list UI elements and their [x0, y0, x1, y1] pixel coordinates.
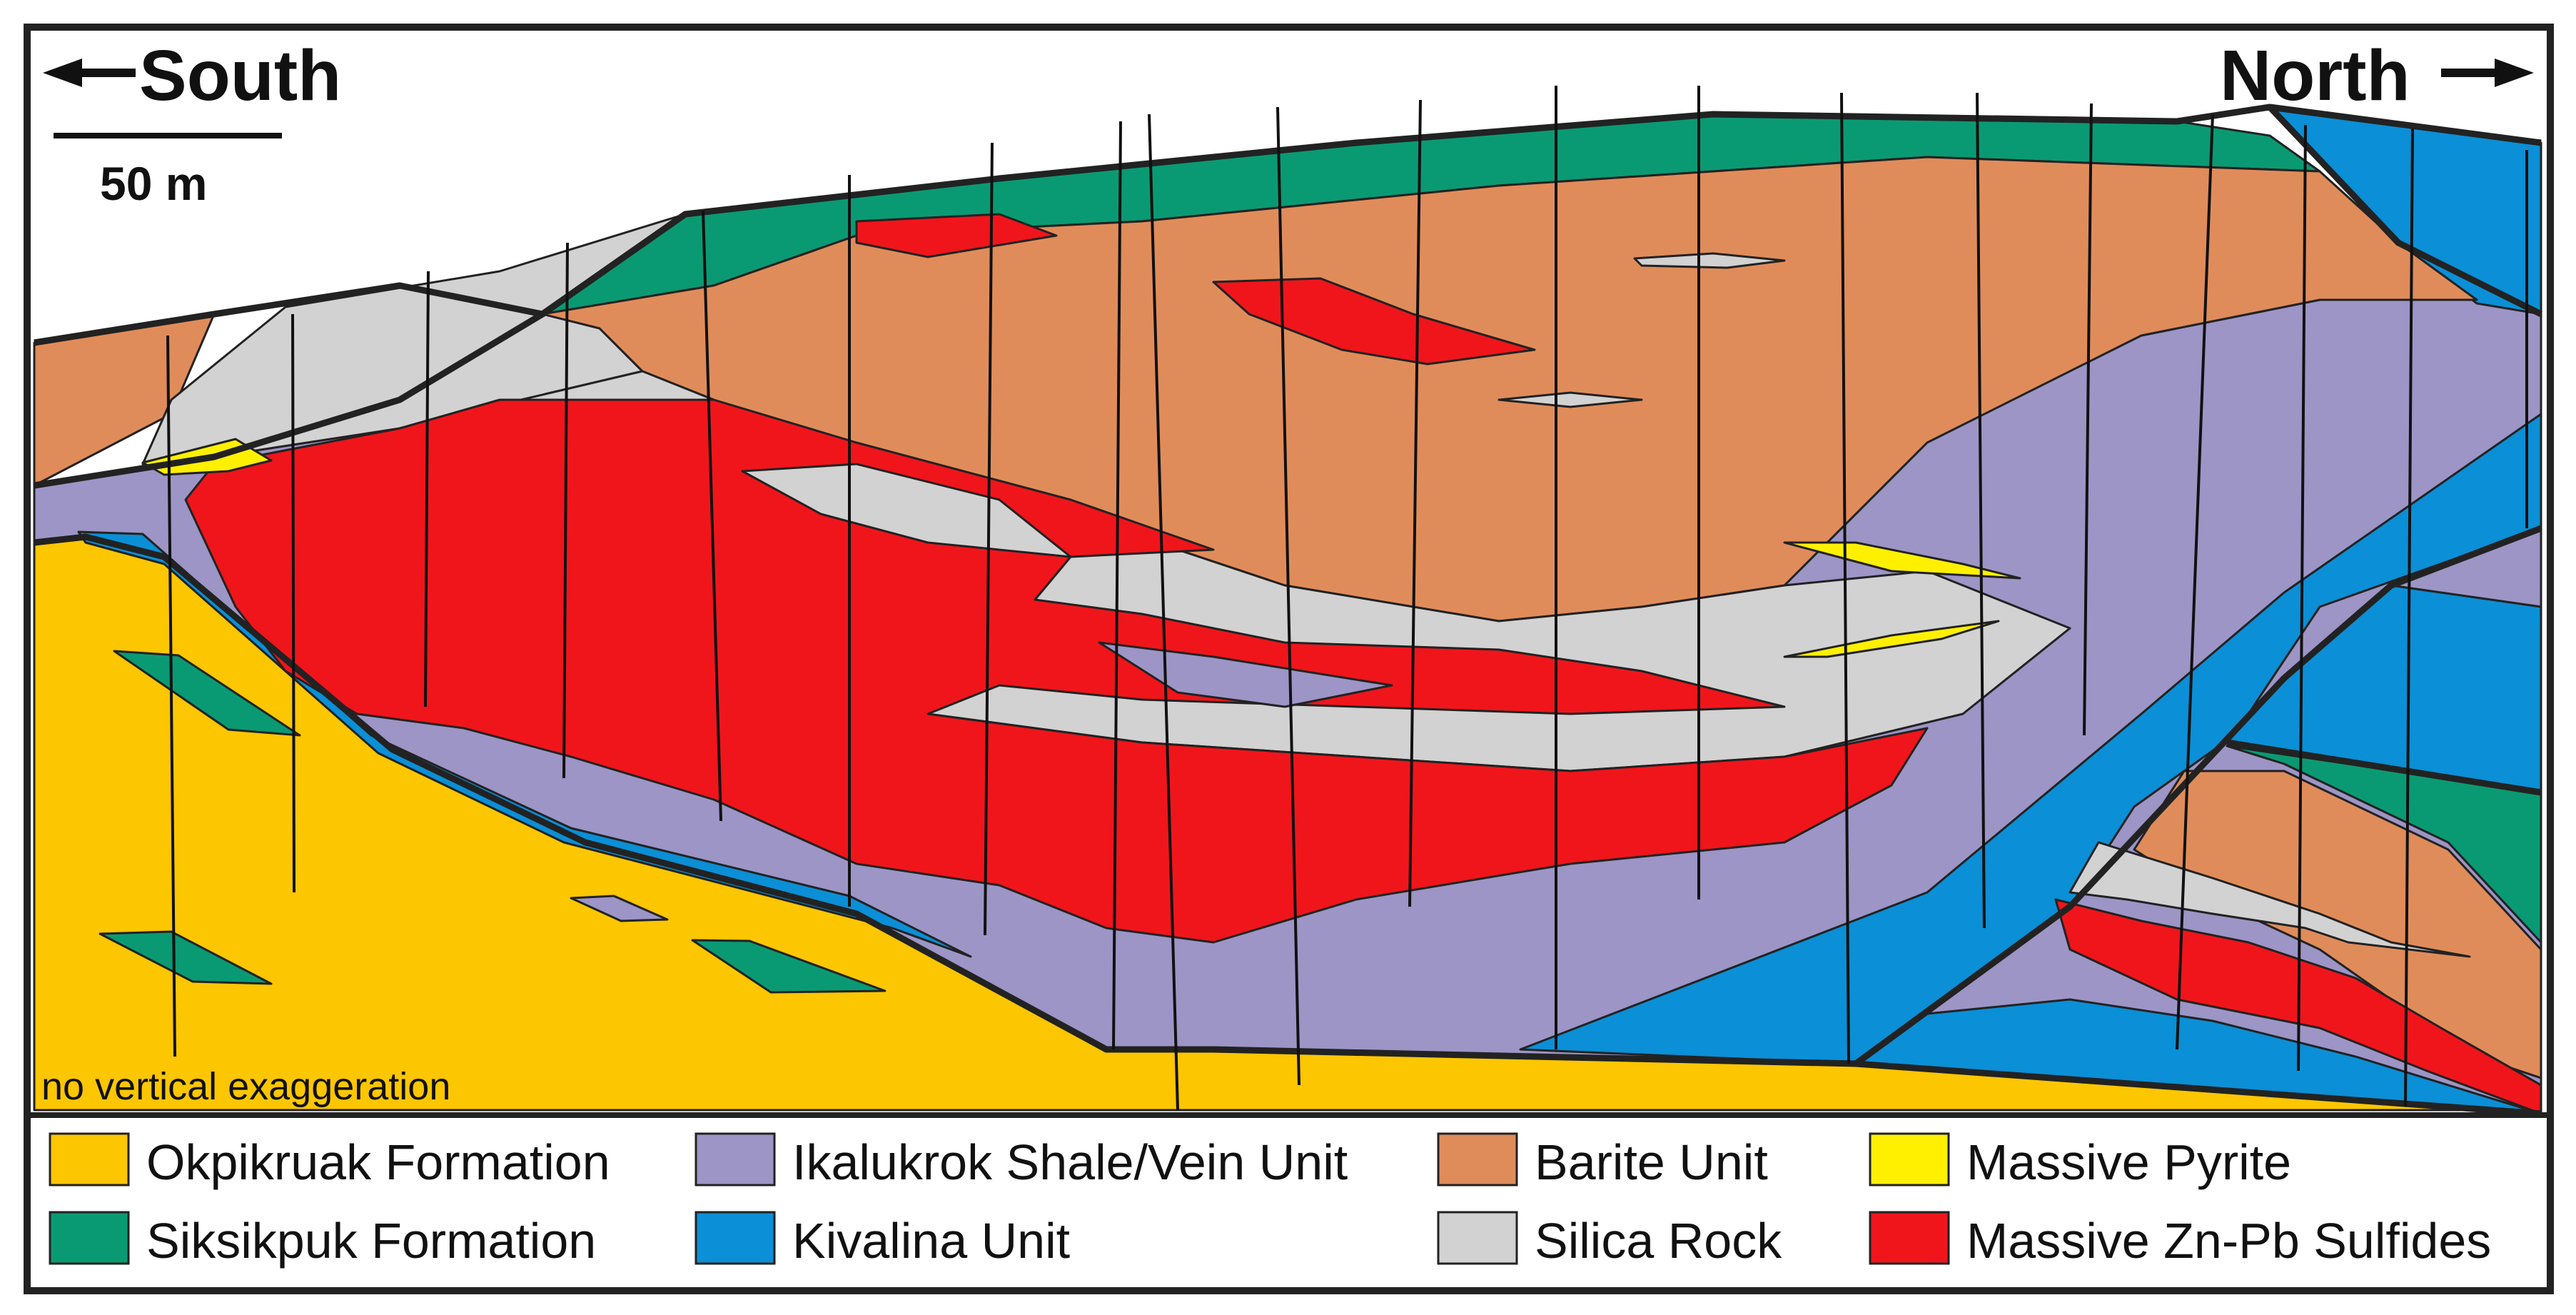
drill-hole [562, 242, 569, 779]
vertical-exaggeration-note: no vertical exaggeration [41, 1065, 450, 1108]
legend-item-barite: Barite Unit [1437, 1132, 1768, 1190]
north-direction: North [2220, 36, 2534, 116]
unit-sulfides-main [184, 398, 1929, 944]
lens-sulfides-upper-1 [1212, 277, 1536, 366]
drill-hole [984, 142, 994, 936]
legend-swatch [694, 1132, 776, 1186]
north-label: North [2220, 36, 2410, 116]
drill-holes [166, 86, 2528, 1111]
drill-hole [424, 271, 430, 707]
drill-hole [2083, 103, 2093, 736]
fault-right-upper [2267, 104, 2543, 318]
drill-hole [1408, 99, 1422, 907]
drill-hole [2297, 124, 2307, 1072]
fault-right-lower [1854, 525, 2542, 1067]
legend-label: Massive Pyrite [1966, 1134, 2291, 1190]
drill-hole [702, 210, 722, 822]
drill-hole [1276, 106, 1300, 1086]
unit-kivalina-fault-wedge [1519, 413, 2542, 1115]
legend-swatch [49, 1132, 130, 1186]
drill-hole [2404, 128, 2414, 1107]
legend-label: Silica Rock [1535, 1213, 1782, 1269]
legend-swatch [1437, 1211, 1518, 1265]
legend-label: Ikalukrok Shale/Vein Unit [792, 1134, 1348, 1190]
arrow-left-icon [43, 59, 136, 87]
drill-hole [1112, 121, 1122, 1050]
cross-section-diagram [33, 86, 2543, 1117]
lens-ikalukrok-small [570, 895, 669, 922]
arrow-right-icon [2441, 59, 2534, 87]
lens-siksikpuk-1 [113, 650, 301, 737]
lens-siksikpuk-2 [99, 930, 273, 985]
legend-label: Kivalina Unit [792, 1213, 1070, 1269]
drill-hole [291, 313, 296, 893]
legend-item-kivalina: Kivalina Unit [694, 1211, 1070, 1269]
contact-top-surface [540, 104, 2542, 317]
legend-swatch [1869, 1132, 1950, 1186]
contact-base [34, 533, 2542, 1117]
legend-swatch [49, 1211, 130, 1265]
legend-item-silica: Silica Rock [1437, 1211, 1782, 1269]
lens-silica-barite-2 [1497, 391, 1643, 408]
legend-label: Okpikruak Formation [146, 1134, 610, 1190]
scale-bar: 50 m [54, 133, 282, 210]
legend-swatch [1869, 1211, 1950, 1265]
legend-item-sulfides: Massive Zn-Pb Sulfides [1869, 1211, 2491, 1269]
unit-silica-right [2069, 841, 2471, 958]
drill-hole [1976, 92, 1986, 929]
legend-item-pyrite: Massive Pyrite [1869, 1132, 2291, 1190]
legend-item-siksikpuk: Siksikpuk Formation [49, 1211, 596, 1269]
fault-right-block-top [2226, 739, 2542, 796]
legend-swatch [694, 1211, 776, 1265]
legend-swatch [1437, 1132, 1518, 1186]
legend-label: Siksikpuk Formation [146, 1213, 596, 1269]
drill-hole [1840, 92, 1850, 1064]
drill-hole [2176, 114, 2214, 1050]
south-label: South [139, 36, 341, 116]
legend-label: Massive Zn-Pb Sulfides [1966, 1213, 2491, 1269]
scale-label: 50 m [100, 157, 207, 210]
south-direction: South [43, 36, 341, 116]
legend-item-ikalukrok: Ikalukrok Shale/Vein Unit [694, 1132, 1348, 1190]
lens-pyrite-right-2 [1783, 620, 2000, 658]
lens-siksikpuk-3 [691, 939, 887, 994]
legend-item-okpikruak: Okpikruak Formation [49, 1132, 610, 1190]
legend-label: Barite Unit [1535, 1134, 1768, 1190]
drill-hole [166, 335, 176, 1057]
legend: Okpikruak Formation Ikalukrok Shale/Vein… [49, 1132, 2491, 1269]
drill-hole [1148, 114, 1179, 1111]
